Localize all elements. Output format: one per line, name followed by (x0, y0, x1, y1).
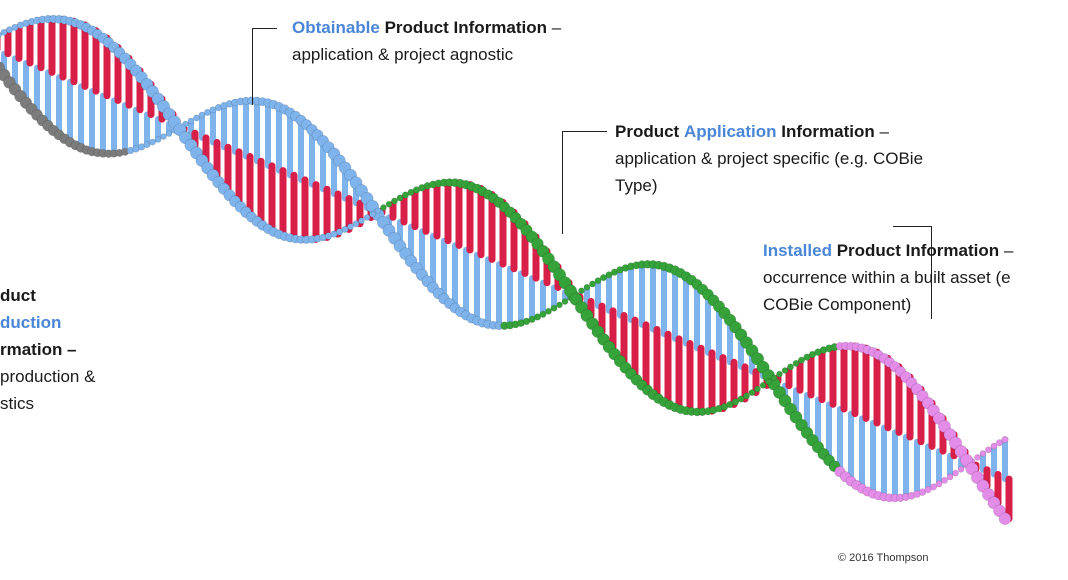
strand-bead (990, 442, 998, 450)
strand-bead (731, 398, 740, 406)
strand-bead (743, 392, 750, 400)
obtainable-dash: – (547, 18, 562, 37)
installed-description-line-2: COBie Component) (763, 295, 912, 314)
strand-bead (737, 395, 745, 403)
application-leader-line (562, 131, 607, 234)
strand-bead (154, 135, 162, 143)
strand-bead (765, 378, 772, 386)
strand-bead (1001, 436, 1009, 444)
application-label: Product Application Information – applic… (615, 118, 923, 199)
strand-bead (748, 389, 756, 396)
strand-bead (374, 207, 382, 215)
installed-label: Installed Product Information – occurren… (763, 237, 1013, 318)
strand-bead (803, 353, 811, 361)
production-line-2: duction (0, 313, 62, 332)
strand-bead (583, 283, 591, 291)
strand-bead (605, 271, 613, 279)
strand-bead (776, 370, 783, 378)
strand-bead (759, 382, 767, 389)
strand-bead (160, 133, 167, 140)
installed-title: Product Information (836, 241, 1000, 260)
production-line-5: stics (0, 394, 34, 413)
strand-bead (946, 473, 954, 481)
strand-bead (952, 469, 959, 477)
strand-bead (726, 400, 734, 409)
strand-bead (792, 359, 800, 367)
strand-bead (979, 450, 987, 457)
strand-bead (941, 476, 948, 484)
installed-leader-line (893, 226, 932, 319)
strand-bead (957, 465, 965, 473)
installed-description-line-1: occurrence within a built asset (e (763, 268, 1011, 287)
strand-bead (599, 274, 607, 282)
strand-bead (401, 191, 409, 199)
strand-bead (974, 454, 981, 461)
application-pre: Product (615, 122, 680, 141)
strand-bead (545, 307, 552, 315)
strand-bead (589, 280, 596, 288)
strand-bead (781, 367, 789, 374)
strand-bead (754, 385, 761, 393)
strand-bead (0, 28, 8, 36)
strand-bead (341, 225, 349, 233)
application-title: Information (781, 122, 875, 141)
strand-bead (929, 483, 937, 491)
strand-bead (187, 117, 195, 125)
strand-bead (0, 31, 2, 39)
strand-bead (539, 310, 547, 318)
strand-bead (352, 220, 360, 228)
strand-bead (358, 217, 365, 224)
strand-bead (198, 111, 206, 119)
strand-bead (165, 130, 173, 137)
production-line-3: rmation – (0, 340, 77, 359)
strand-bead (363, 214, 371, 221)
strand-bead (193, 114, 200, 122)
strand-bead (995, 439, 1003, 447)
strand-bead (561, 298, 569, 305)
strand-bead (149, 138, 156, 146)
strand-bead (787, 363, 794, 371)
strand-bead (985, 446, 992, 454)
strand-bead (335, 228, 344, 236)
strand-bead (924, 486, 932, 494)
strand-bead (594, 277, 602, 285)
obtainable-highlight: Obtainable (292, 18, 380, 37)
helix-strands (0, 14, 1012, 525)
strand-bead (391, 197, 398, 205)
strand-bead (935, 480, 943, 488)
strand-bead (380, 204, 387, 211)
strand-bead (396, 194, 404, 202)
strand-bead (6, 26, 14, 34)
copyright-notice: © 2016 Thompson (838, 552, 929, 564)
application-description-line-1: application & project specific (e.g. COB… (615, 149, 924, 168)
strand-bead (533, 313, 542, 321)
strand-bead (407, 188, 415, 196)
strand-bead (770, 374, 778, 382)
production-label: duct duction rmation – production & stic… (0, 282, 95, 417)
strand-bead (998, 512, 1012, 525)
obtainable-description: application & project agnostic (292, 45, 514, 64)
strand-bead (204, 108, 212, 116)
strand-bead (797, 356, 805, 364)
application-description-line-2: Type) (615, 176, 658, 195)
strand-bead (550, 304, 558, 312)
strand-bead (385, 200, 393, 208)
strand-bead (143, 141, 151, 149)
production-line-4: production & (0, 367, 96, 386)
strand-bead (369, 210, 376, 218)
strand-bead (347, 223, 354, 231)
installed-dash: – (999, 241, 1014, 260)
obtainable-title: Product Information (384, 18, 548, 37)
installed-highlight: Installed (763, 241, 832, 260)
application-highlight: Application (683, 122, 777, 141)
strand-bead (578, 287, 585, 295)
strand-bead (556, 301, 563, 309)
application-dash: – (874, 122, 889, 141)
production-line-1: duct (0, 286, 36, 305)
obtainable-label: Obtainable Product Information – applica… (292, 14, 561, 68)
obtainable-leader-line (252, 28, 277, 105)
